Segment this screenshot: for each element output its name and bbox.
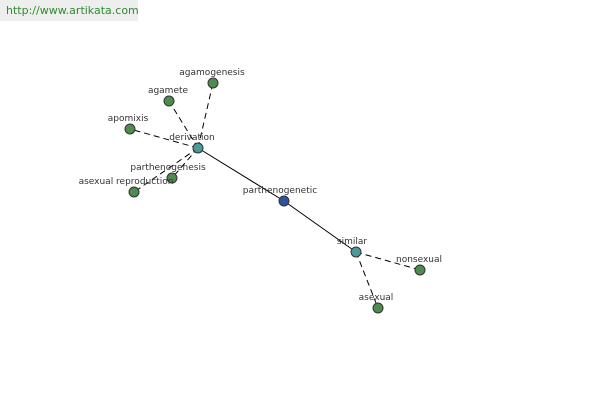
node-label-nonsexual[interactable]: nonsexual xyxy=(396,255,442,265)
node-derivation[interactable]: derivation xyxy=(169,133,215,154)
node-label-parthenogenesis[interactable]: parthenogenesis xyxy=(130,163,206,173)
source-link[interactable]: http://www.artikata.com xyxy=(6,4,139,17)
edge-derivation-agamogenesis xyxy=(197,82,214,149)
node-label-agamete[interactable]: agamete xyxy=(148,86,189,96)
nodes-layer: parthenogenetic derivation similar agamogen… xyxy=(79,68,442,314)
node-dot-parthenogenesis[interactable] xyxy=(166,172,178,184)
node-parthenogenesis[interactable]: parthenogenesis xyxy=(130,163,206,184)
node-similar[interactable]: similar xyxy=(337,237,367,258)
edge-parthenogenetic-derivation xyxy=(197,147,285,202)
node-dot-similar[interactable] xyxy=(350,246,362,258)
node-agamogenesis[interactable]: agamogenesis xyxy=(179,68,245,89)
node-label-similar[interactable]: similar xyxy=(337,237,367,247)
node-dot-apomixis[interactable] xyxy=(124,123,136,135)
source-banner: http://www.artikata.com xyxy=(0,0,139,21)
node-asexual[interactable]: asexual xyxy=(359,293,394,314)
edge-derivation-parthenogenesis xyxy=(171,147,199,179)
edge-similar-asexual xyxy=(355,251,379,309)
node-parthenogenetic[interactable]: parthenogenetic xyxy=(243,186,317,207)
node-dot-asexual[interactable] xyxy=(372,302,384,314)
edge-similar-nonsexual xyxy=(355,251,421,271)
node-label-asexual[interactable]: asexual xyxy=(359,293,394,303)
node-dot-nonsexual[interactable] xyxy=(414,264,426,276)
node-nonsexual[interactable]: nonsexual xyxy=(396,255,442,276)
node-label-agamogenesis[interactable]: agamogenesis xyxy=(179,68,245,78)
node-agamete[interactable]: agamete xyxy=(148,86,189,107)
node-label-apomixis[interactable]: apomixis xyxy=(108,114,149,124)
node-dot-agamete[interactable] xyxy=(163,95,175,107)
node-label-derivation[interactable]: derivation xyxy=(169,133,215,143)
edge-parthenogenetic-similar xyxy=(283,200,357,253)
node-label-asexual-reproduction[interactable]: asexual reproduction xyxy=(79,177,174,187)
node-dot-derivation[interactable] xyxy=(192,142,204,154)
node-dot-asexual-reproduction[interactable] xyxy=(128,186,140,198)
node-dot-agamogenesis[interactable] xyxy=(207,77,219,89)
edge-derivation-asexual-reproduction xyxy=(133,147,199,193)
node-dot-parthenogenetic[interactable] xyxy=(278,195,290,207)
node-label-parthenogenetic[interactable]: parthenogenetic xyxy=(243,186,317,196)
node-apomixis[interactable]: apomixis xyxy=(108,114,149,135)
edges-layer xyxy=(129,82,421,309)
node-asexual-reproduction[interactable]: asexual reproduction xyxy=(79,177,174,198)
edge-derivation-apomixis xyxy=(129,128,199,149)
